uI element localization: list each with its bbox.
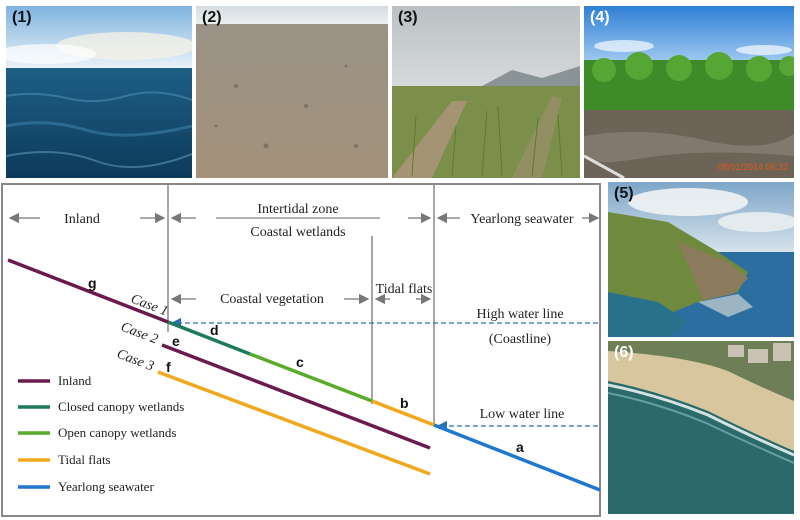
coastal-zone-diagram: Inland Intertidal zone Coastal wetlands … xyxy=(0,182,604,520)
label-high-water-line: High water line xyxy=(476,307,563,322)
label-yearlong-seawater: Yearlong seawater xyxy=(470,212,573,227)
photo-coastal-grass: (3) xyxy=(392,6,580,178)
photo-mangroves: (4) 08/01/2014 06:32 xyxy=(584,6,794,178)
segment-label-d: d xyxy=(210,322,219,338)
case-3-label: Case 3 xyxy=(115,347,156,375)
photo-label: (3) xyxy=(398,9,418,26)
photo-label: (6) xyxy=(614,344,634,361)
profile-open-canopy-c xyxy=(249,352,373,403)
photo-aerial-beach: (6) xyxy=(608,341,794,514)
photo-label: (5) xyxy=(614,185,634,202)
profile-seawater-a xyxy=(433,423,601,492)
label-low-water-line: Low water line xyxy=(480,407,565,422)
case-2-label: Case 2 xyxy=(119,320,160,348)
photo-timestamp: 08/01/2014 06:32 xyxy=(717,162,788,172)
legend-label-yearlong-seawater: Yearlong seawater xyxy=(58,479,154,494)
label-coastal-vegetation: Coastal vegetation xyxy=(220,292,324,307)
photo-rocky-coast: (5) xyxy=(608,182,794,337)
diagram-frame xyxy=(1,183,601,517)
photo-label: (1) xyxy=(12,9,32,26)
legend: Inland Closed canopy wetlands Open canop… xyxy=(18,373,184,494)
legend-label-tidal-flats: Tidal flats xyxy=(58,452,111,467)
photo-label: (4) xyxy=(590,9,610,26)
segment-label-c: c xyxy=(296,354,304,370)
label-tidal-flats: Tidal flats xyxy=(376,282,433,297)
photo-label: (2) xyxy=(202,9,222,26)
legend-label-closed-canopy: Closed canopy wetlands xyxy=(58,399,184,414)
profile-case2-e xyxy=(161,343,431,450)
segment-label-e: e xyxy=(172,333,180,349)
segment-label-g: g xyxy=(88,275,97,291)
label-coastline: (Coastline) xyxy=(489,332,552,347)
legend-label-inland: Inland xyxy=(58,373,92,388)
legend-label-open-canopy: Open canopy wetlands xyxy=(58,425,176,440)
profile-inland-g xyxy=(7,258,169,324)
label-intertidal-zone: Intertidal zone xyxy=(257,202,338,217)
segment-label-f: f xyxy=(166,359,171,375)
segment-label-b: b xyxy=(400,395,409,411)
label-inland: Inland xyxy=(64,212,100,227)
profile-tidal-flats-b xyxy=(371,399,435,427)
label-coastal-wetlands: Coastal wetlands xyxy=(250,225,345,240)
profile-case3-f xyxy=(157,370,431,476)
photo-open-sea: (1) xyxy=(6,6,192,178)
photo-tidal-flat: (2) xyxy=(196,6,388,178)
segment-label-a: a xyxy=(516,439,524,455)
profile-closed-canopy-d xyxy=(167,320,251,356)
